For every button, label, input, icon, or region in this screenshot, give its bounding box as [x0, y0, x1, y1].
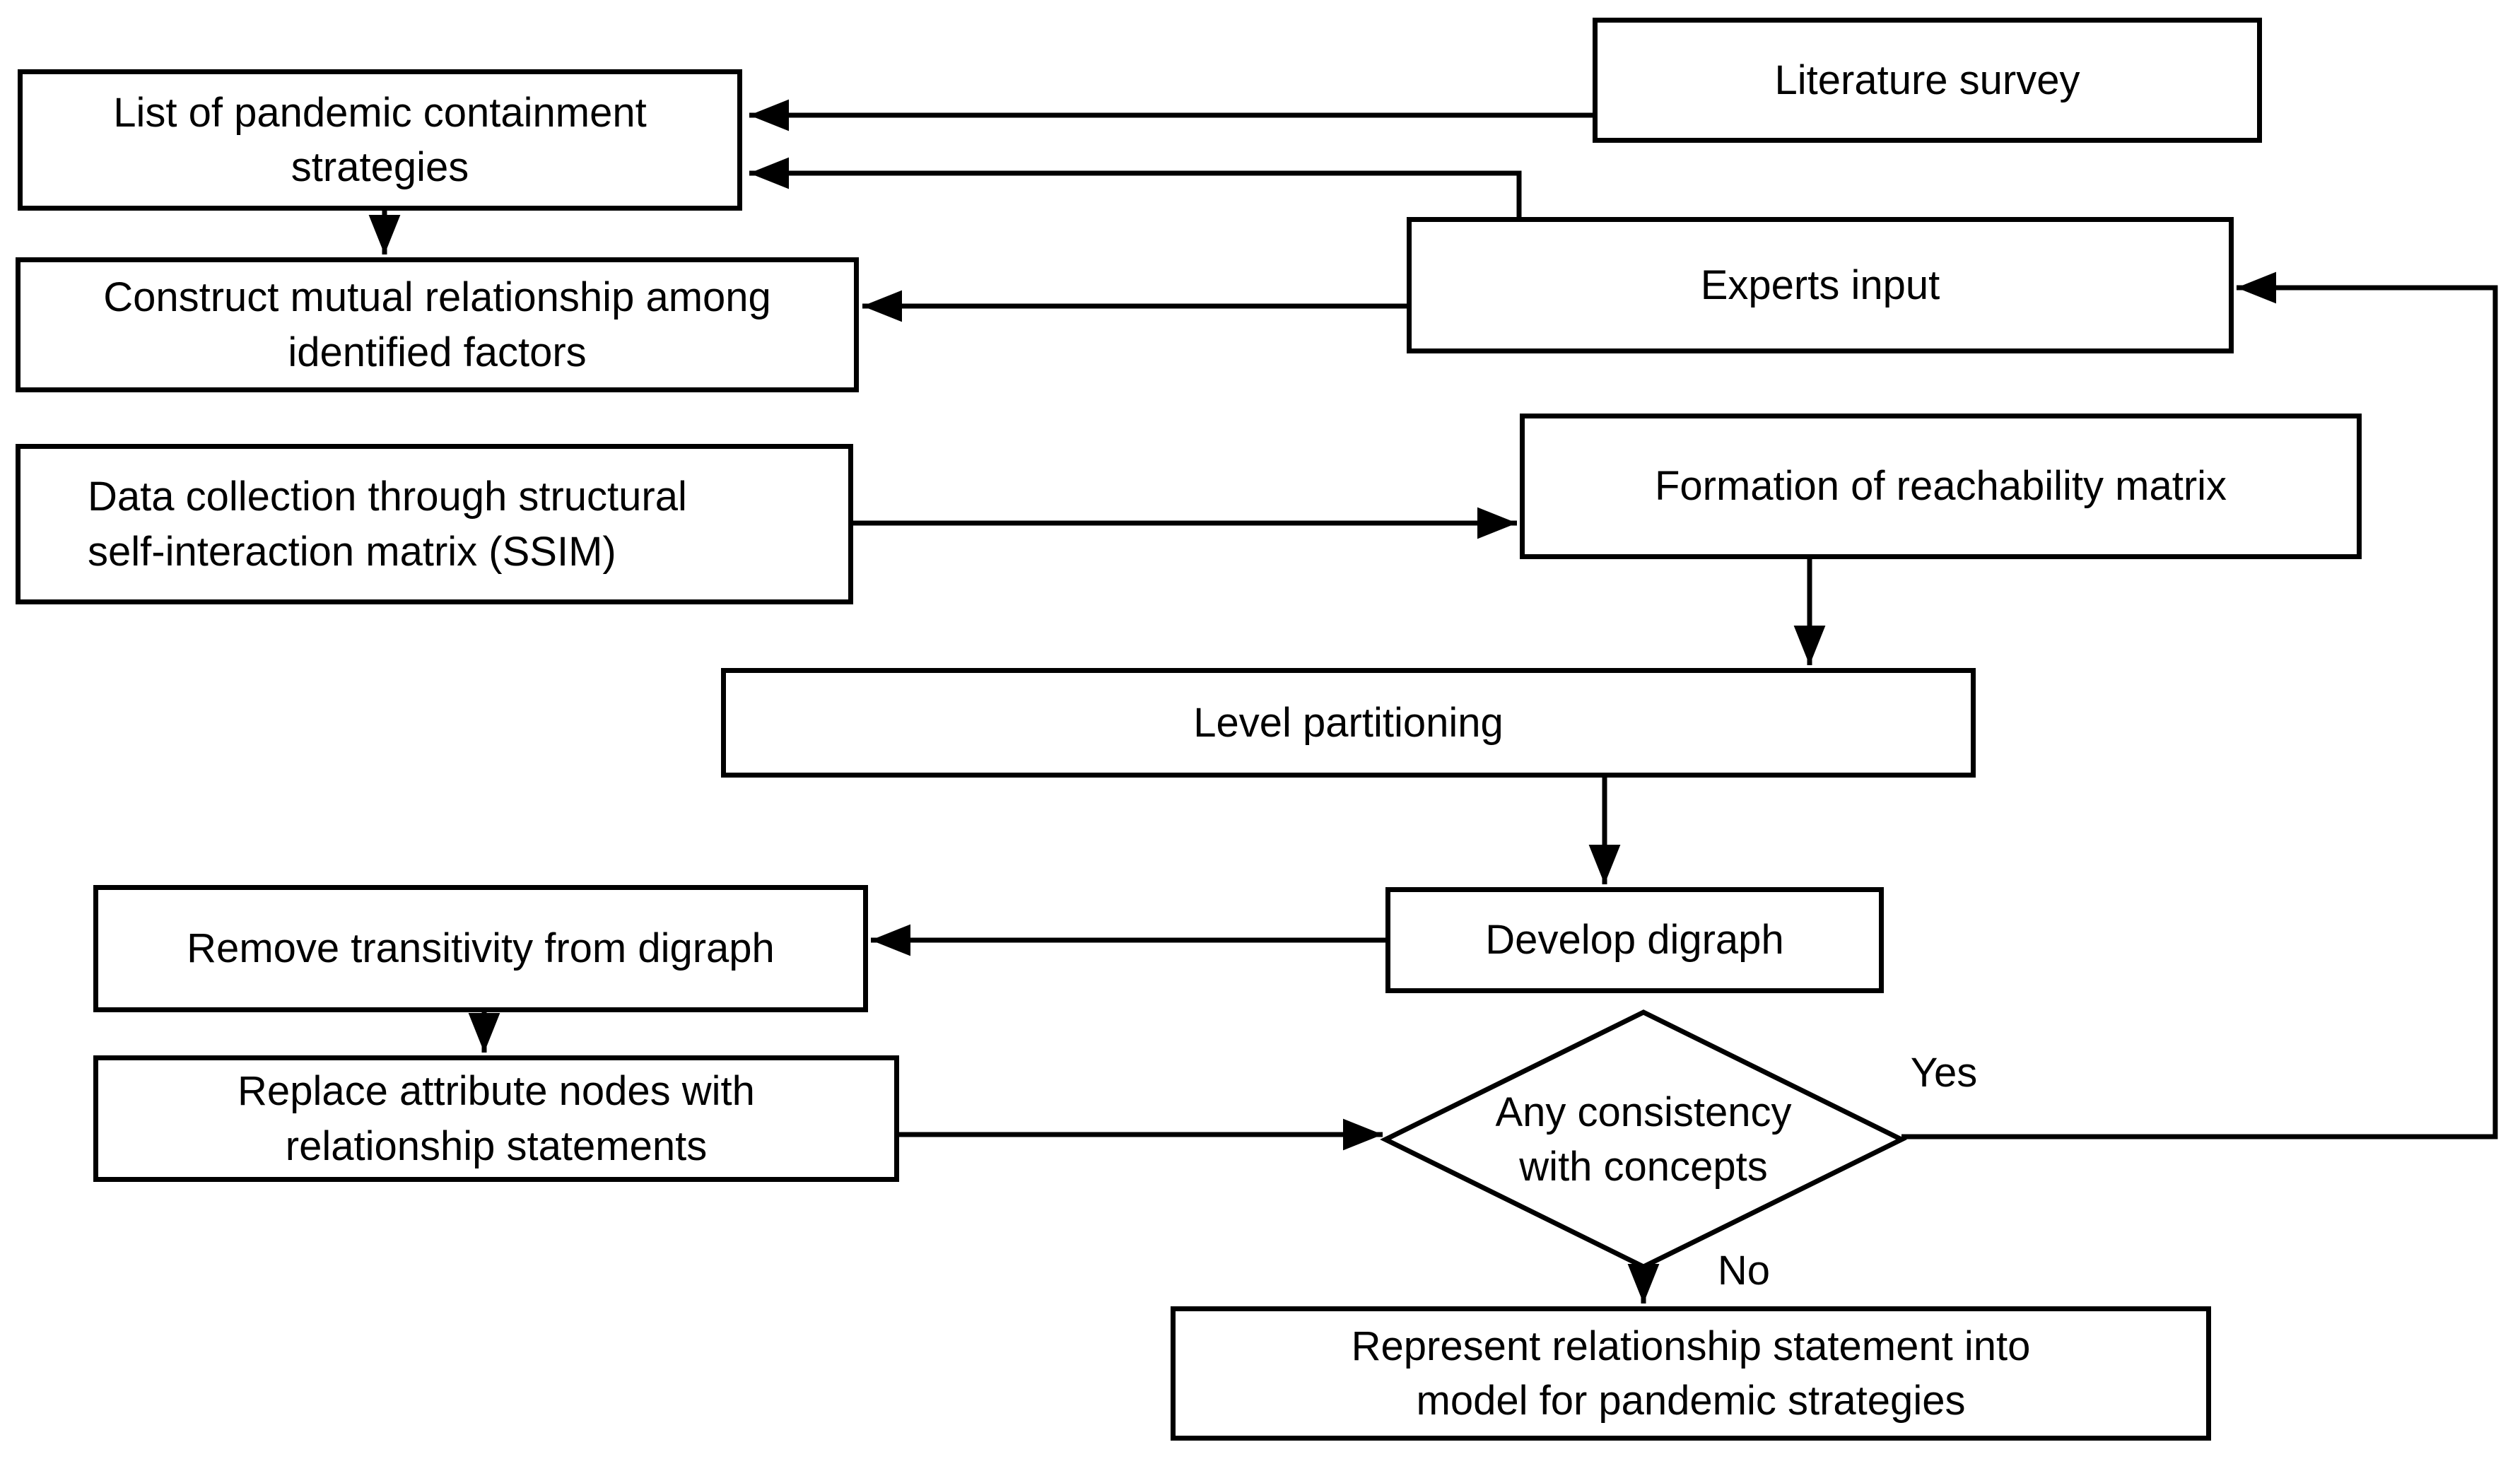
- node-replace-attribute-nodes: Replace attribute nodes with relationshi…: [93, 1055, 899, 1182]
- node-develop-digraph: Develop digraph: [1385, 887, 1884, 993]
- edge-decision-yes-to-experts: [1901, 271, 2498, 1139]
- node-consistency-decision-shape: [1380, 1009, 1907, 1270]
- node-literature-survey: Literature survey: [1593, 18, 2262, 143]
- node-represent-model: Represent relationship statement into mo…: [1171, 1306, 2211, 1441]
- node-formation-reachability: Formation of reachability matrix: [1520, 414, 2362, 559]
- edge-label-yes: Yes: [1910, 1050, 1978, 1096]
- node-consistency-decision-label: Any consistency with concepts: [1495, 1089, 1792, 1190]
- node-data-collection-ssim: Data collection through structural self-…: [16, 444, 853, 604]
- node-remove-transitivity: Remove transitivity from digraph: [93, 885, 868, 1012]
- edge-label-no: No: [1717, 1248, 1771, 1294]
- edge-experts-to-list: [749, 157, 1522, 217]
- node-level-partitioning: Level partitioning: [721, 668, 1976, 778]
- node-list-strategies: List of pandemic containment strategies: [18, 69, 742, 211]
- node-construct-mutual: Construct mutual relationship among iden…: [16, 257, 859, 392]
- node-experts-input: Experts input: [1407, 217, 2234, 353]
